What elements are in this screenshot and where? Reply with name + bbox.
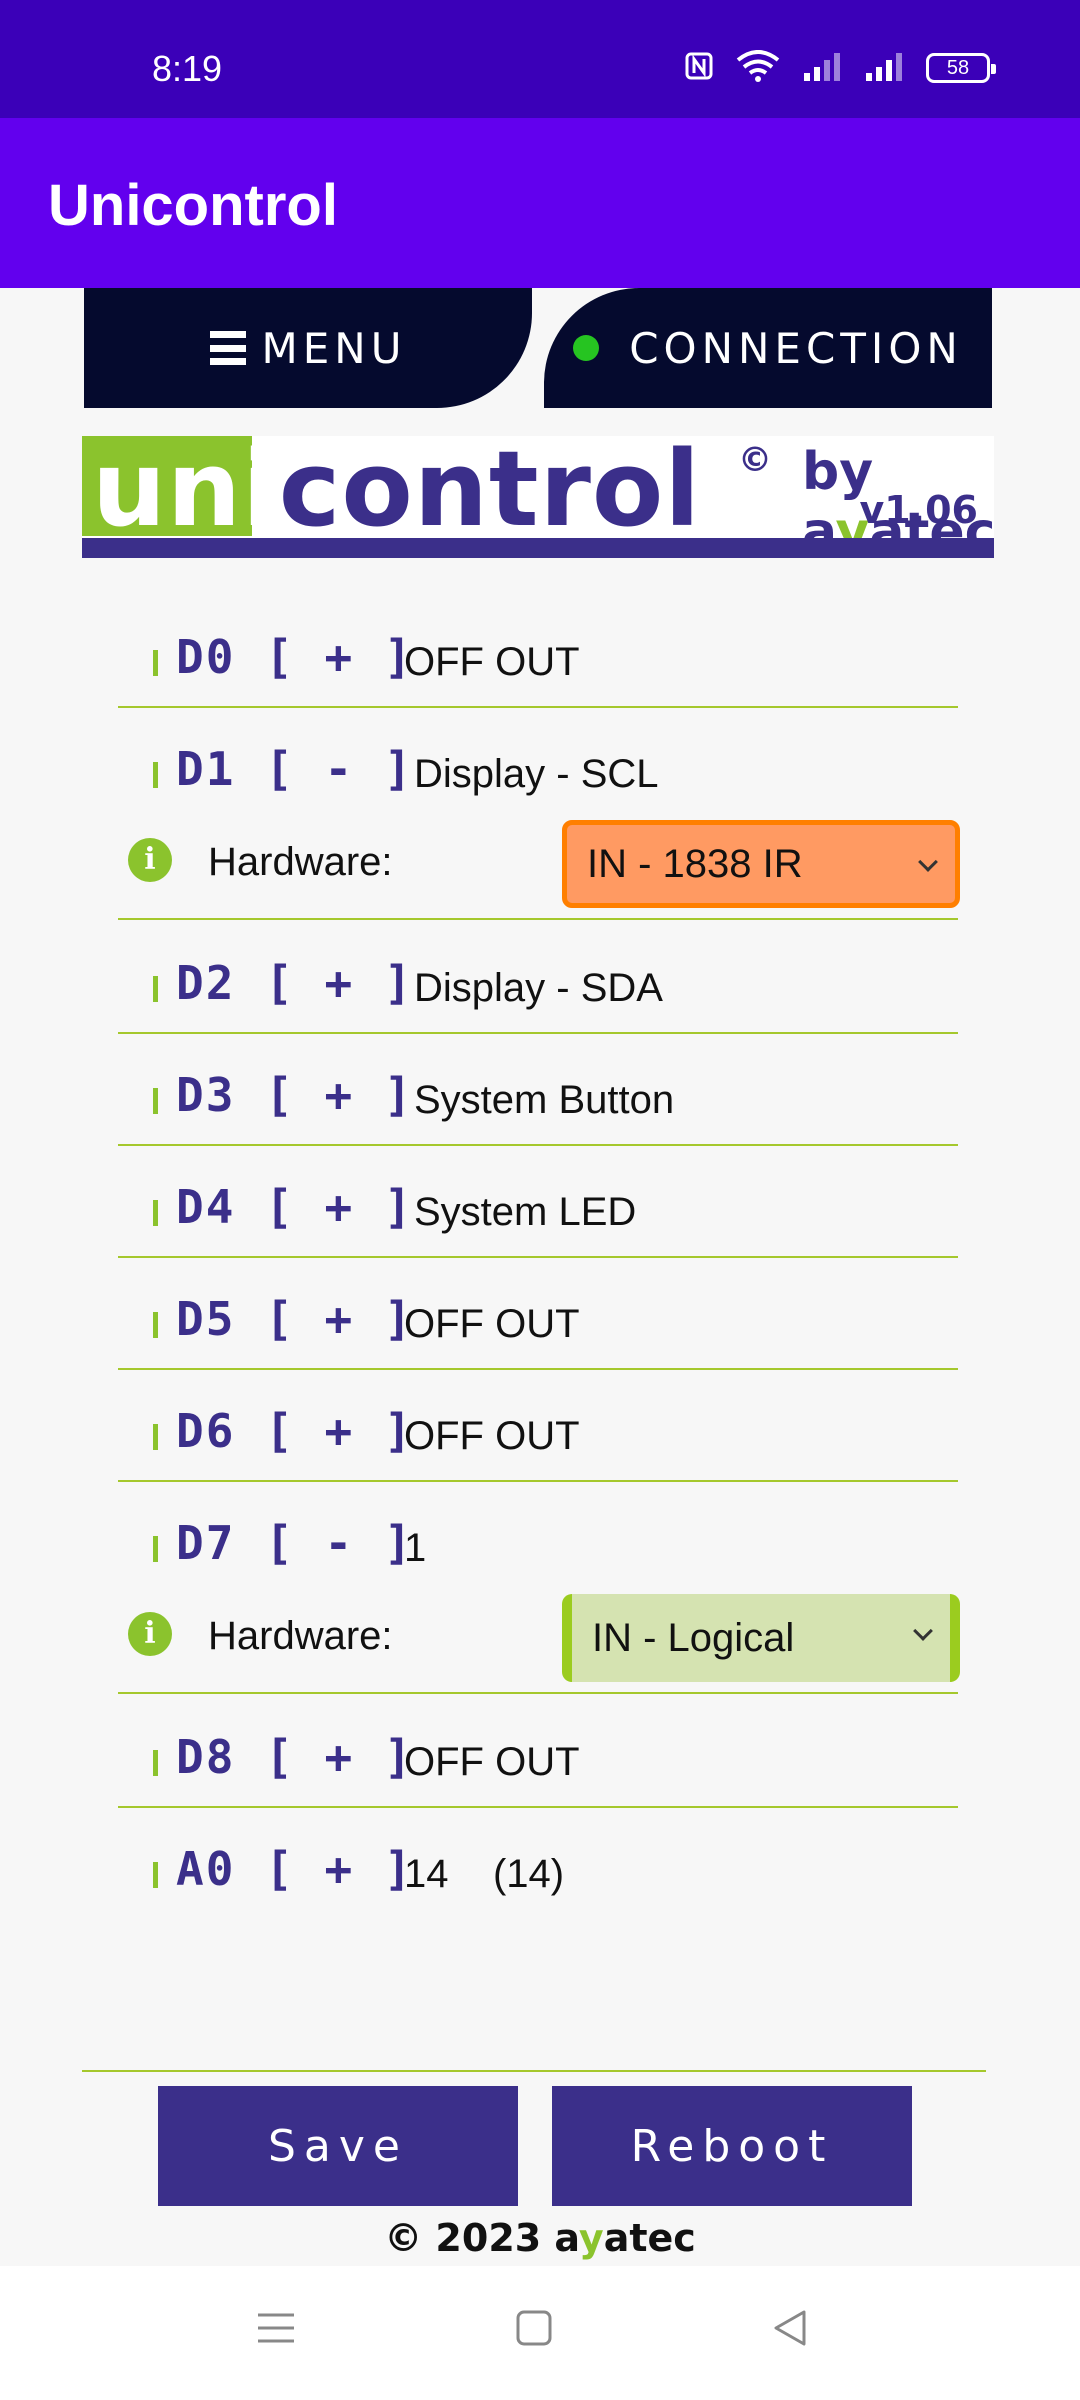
nfc-icon — [684, 51, 714, 85]
pin-row-d3[interactable]: D3 [ + ] System Button — [118, 1034, 958, 1146]
pin-description: OFF OUT — [404, 640, 580, 684]
pin-label: D2 [ + ] — [176, 956, 414, 1010]
pin-description: 1 — [404, 1526, 427, 1570]
logo-copyright: © — [738, 440, 772, 480]
logo-uni: uni — [92, 436, 279, 550]
pin-row-d2[interactable]: D2 [ + ] Display - SDA — [118, 922, 958, 1034]
pin-description: System LED — [414, 1190, 637, 1234]
status-time: 8:19 — [152, 48, 223, 89]
pin-row-d5[interactable]: D5 [ + ] OFF OUT — [118, 1258, 958, 1370]
pin-row-d0[interactable]: D0 [ + ] OFF OUT — [118, 596, 958, 708]
pin-label: D4 [ + ] — [176, 1180, 414, 1234]
signal-1-icon — [802, 51, 842, 85]
pin-row-a0[interactable]: A0 [ + ] 14 (14) — [118, 1808, 958, 1920]
battery-icon: 58 — [926, 53, 996, 83]
divider — [82, 2070, 986, 2072]
home-icon[interactable] — [512, 2306, 556, 2354]
logo-control: control — [278, 436, 701, 550]
system-navigation-bar — [0, 2266, 1080, 2400]
pin-label: D1 [ - ] — [176, 742, 414, 796]
footer-copyright: © 2023 ayatec — [384, 2216, 696, 2260]
chevron-down-icon — [913, 1621, 933, 1641]
status-bar: 8:19 58 — [0, 0, 1080, 118]
pin-description: System Button — [414, 1078, 675, 1122]
menu-label: MENU — [261, 323, 407, 373]
connection-label: CONNECTION — [629, 323, 963, 373]
pin-label: D0 [ + ] — [176, 630, 414, 684]
info-icon[interactable]: i — [128, 1612, 172, 1656]
pin-description: OFF OUT — [404, 1302, 580, 1346]
pin-description: Display - SDA — [414, 966, 663, 1010]
reboot-button[interactable]: Reboot — [552, 2086, 912, 2206]
pin-row-d8[interactable]: D8 [ + ] OFF OUT — [118, 1696, 958, 1808]
pin-description: 14 (14) — [404, 1852, 565, 1896]
pin-description: OFF OUT — [404, 1740, 580, 1784]
logo-version: v1.06 — [859, 488, 978, 532]
app-bar: Unicontrol — [0, 118, 1080, 288]
pin-label: D5 [ + ] — [176, 1292, 414, 1346]
unicontrol-logo: unicontrol © by ayatec v1.06 — [82, 436, 994, 558]
hardware-select-value: IN - 1838 IR — [587, 841, 803, 886]
pin-row-d7[interactable]: D7 [ - ] 1 i Hardware: IN - Logical — [118, 1482, 960, 1694]
pin-row-d6[interactable]: D6 [ + ] OFF OUT — [118, 1370, 958, 1482]
pin-label: A0 [ + ] — [176, 1842, 414, 1896]
menu-button[interactable]: MENU — [84, 288, 532, 408]
signal-2-icon — [864, 51, 904, 85]
pin-row-d4[interactable]: D4 [ + ] System LED — [118, 1146, 958, 1258]
pin-row-d1[interactable]: D1 [ - ] Display - SCL i Hardware: IN - … — [118, 708, 960, 920]
hardware-select-d1[interactable]: IN - 1838 IR — [562, 820, 960, 908]
save-button[interactable]: Save — [158, 2086, 518, 2206]
pin-description: OFF OUT — [404, 1414, 580, 1458]
wifi-icon — [736, 50, 780, 86]
hardware-select-value: IN - Logical — [592, 1615, 795, 1660]
connection-status-dot-icon — [573, 335, 600, 361]
status-icons: 58 — [684, 50, 996, 86]
hardware-select-d7[interactable]: IN - Logical — [562, 1594, 960, 1682]
back-icon[interactable] — [768, 2306, 812, 2354]
app-title: Unicontrol — [48, 173, 338, 238]
hamburger-icon — [209, 331, 246, 365]
pin-label: D7 [ - ] — [176, 1516, 414, 1570]
pin-label: D6 [ + ] — [176, 1404, 414, 1458]
pin-label: D3 [ + ] — [176, 1068, 414, 1122]
hardware-label: Hardware: — [208, 1614, 393, 1658]
pin-description: Display - SCL — [414, 752, 659, 796]
chevron-down-icon — [918, 852, 938, 872]
connection-button[interactable]: CONNECTION — [544, 288, 992, 408]
info-icon[interactable]: i — [128, 838, 172, 882]
hardware-label: Hardware: — [208, 840, 393, 884]
pin-label: D8 [ + ] — [176, 1730, 414, 1784]
recents-icon[interactable] — [254, 2306, 298, 2354]
